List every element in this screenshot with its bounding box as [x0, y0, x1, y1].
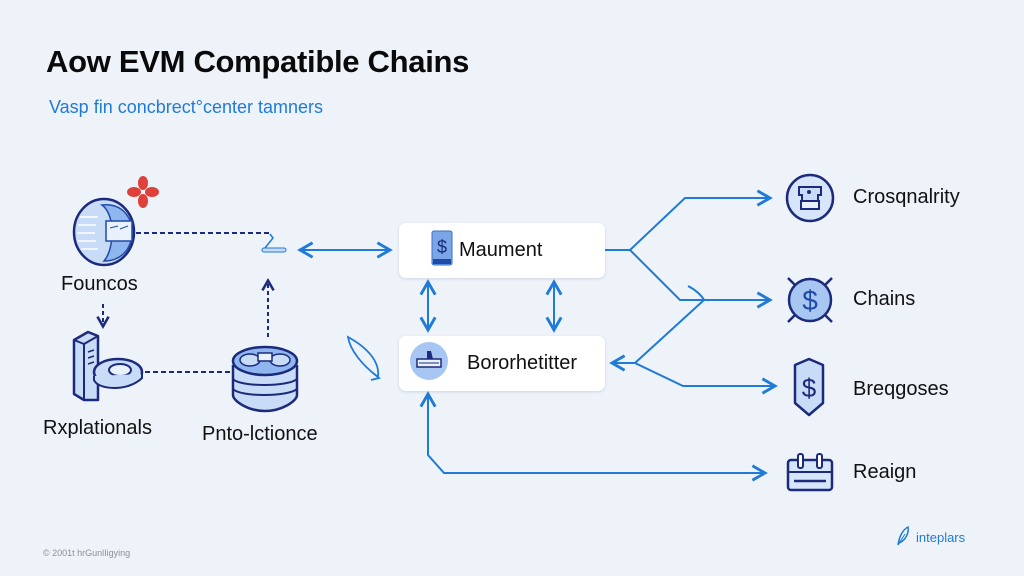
red-clover-icon	[125, 174, 161, 215]
node-label-maument: Maument	[459, 239, 543, 261]
curved-arrow	[346, 335, 380, 379]
arrow-bororhetitter-reaign	[419, 391, 768, 482]
node-label-pnto-lctionce: Pnto-lctionce	[202, 423, 318, 445]
node-label-chains: Chains	[853, 288, 916, 310]
arrow-to-crosqnalrity	[629, 189, 773, 251]
svg-text:$: $	[802, 373, 817, 403]
node-label-rxplationals: Rxplationals	[43, 417, 152, 439]
node-label-bororhetitter: Bororhetitter	[467, 352, 578, 374]
node-maument[interactable]: $ Maument	[399, 223, 605, 278]
footer-brand[interactable]: inteplars	[896, 525, 966, 549]
calendar-icon	[786, 452, 834, 497]
robot-circle-icon	[785, 173, 835, 228]
node-label-crosqnalrity: Crosqnalrity	[853, 186, 960, 208]
node-bororhetitter[interactable]: Bororhetitter	[399, 336, 605, 391]
feather-logo-icon	[896, 525, 910, 549]
arrow-to-chains	[629, 249, 773, 309]
diagram-title: Aow EVM Compatible Chains	[46, 44, 470, 79]
svg-text:$: $	[437, 237, 447, 257]
footer-copyright: © 2001t hrGunlIigying	[43, 548, 131, 558]
server-disk-icon	[70, 330, 146, 407]
dollar-coin-icon: $	[783, 273, 837, 332]
diagram-subtitle: Vasp fin concbrect°center tamners	[49, 97, 323, 117]
globe-document-icon	[70, 195, 140, 275]
footer-brand-name: inteplars	[916, 530, 966, 545]
machine-circle-icon	[409, 341, 449, 386]
database-stack-icon	[230, 343, 300, 418]
svg-text:$: $	[802, 285, 818, 316]
dollar-card-icon: $	[431, 230, 453, 271]
dollar-shield-icon: $	[791, 357, 827, 422]
node-label-reaign: Reaign	[853, 461, 917, 483]
node-label-breqgoses: Breqgoses	[853, 378, 949, 400]
arrow-to-bororhetitter	[609, 299, 705, 372]
node-label-founcos: Founcos	[61, 273, 138, 295]
arrow-to-breqgoses	[634, 362, 778, 395]
